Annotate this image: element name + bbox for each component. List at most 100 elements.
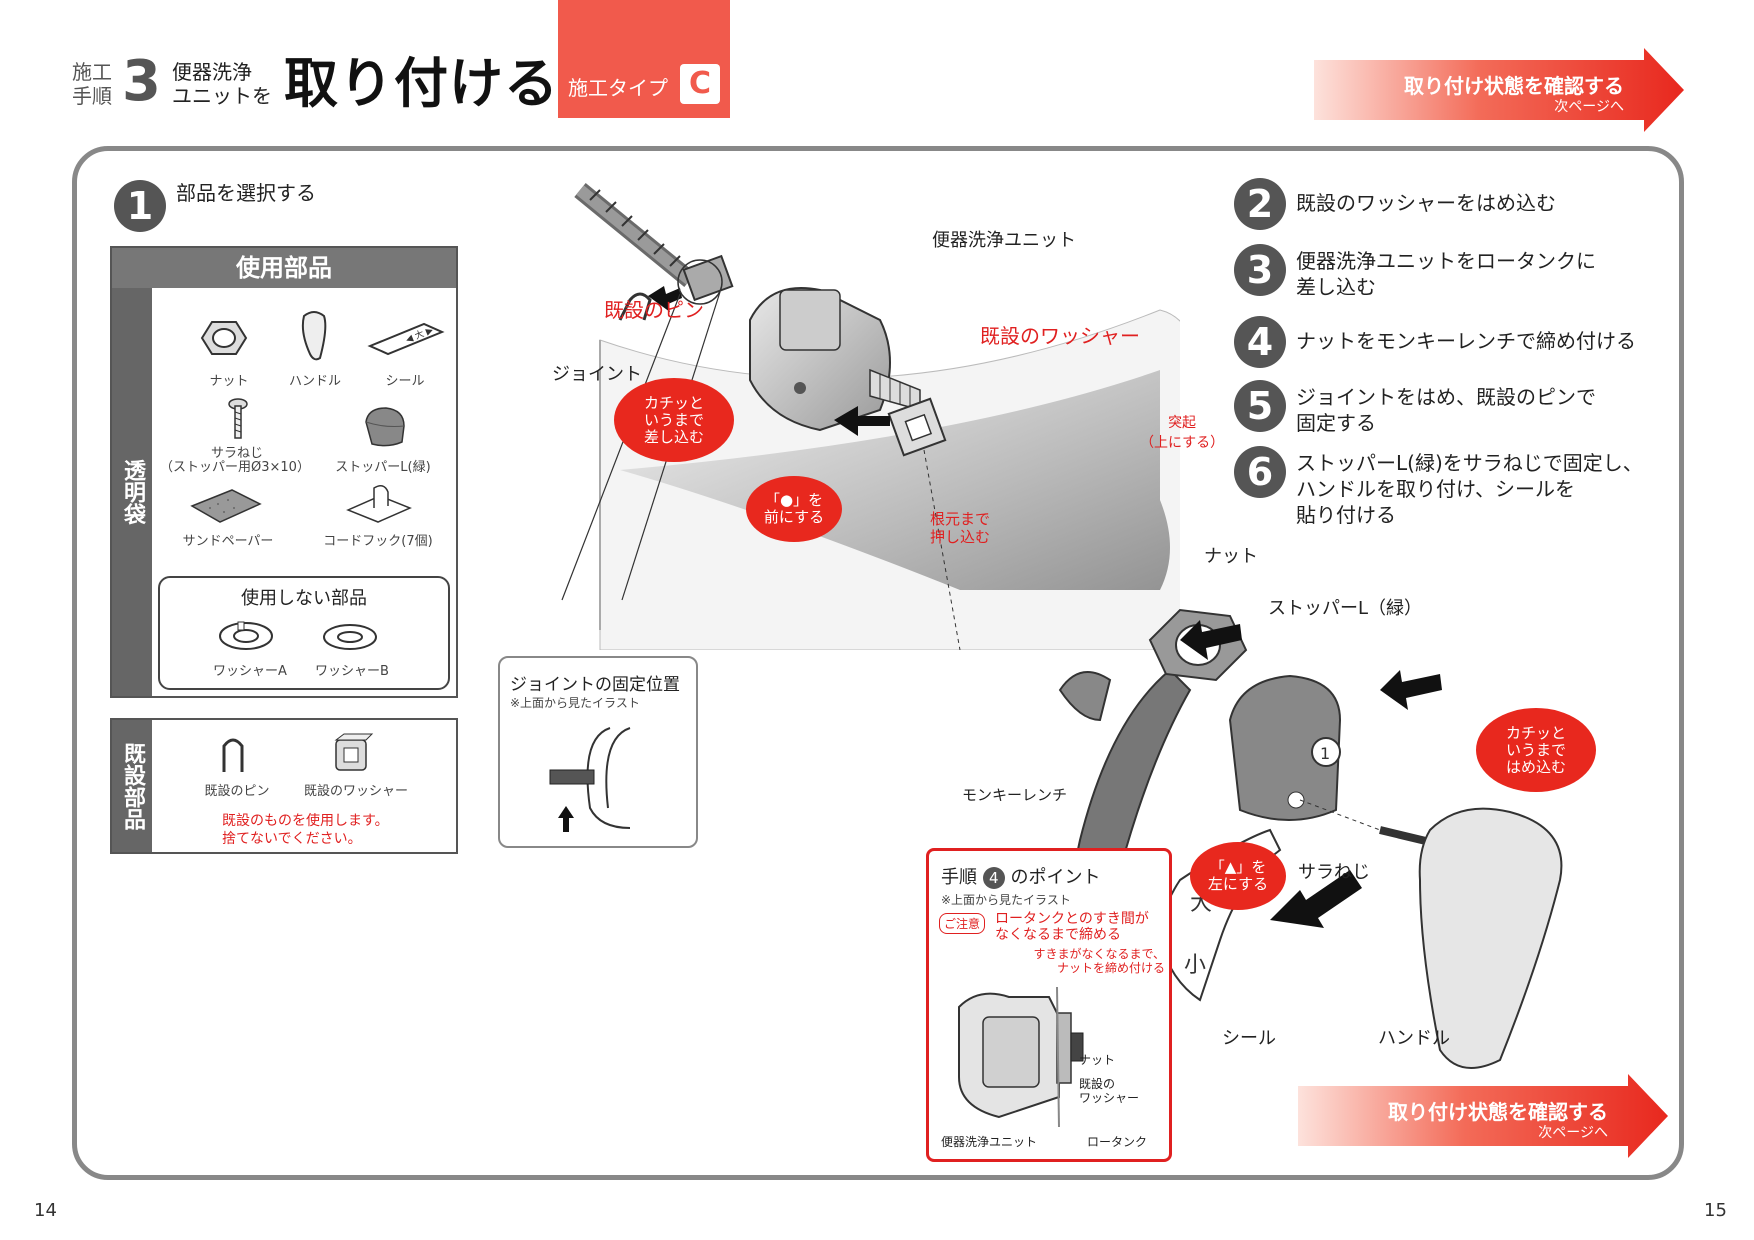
part-label-screw-spec: （ストッパー用Ø3×10） bbox=[160, 460, 310, 475]
callout-tri-2: 左にする bbox=[1207, 875, 1269, 893]
step-5-line: ジョイントをはめ、既設のピンで bbox=[1296, 385, 1596, 409]
push-note-1: 根元まで bbox=[930, 510, 991, 528]
step-6-line: 貼り付ける bbox=[1296, 503, 1396, 527]
next-page-link-bottom[interactable]: 取り付け状態を確認する 次ページへ bbox=[1298, 1074, 1668, 1158]
point-top-view-icon bbox=[958, 986, 1084, 1127]
push-note: 根元まで 押し込む bbox=[930, 510, 990, 546]
cord-hook-icon bbox=[346, 485, 412, 523]
callout-fit-1: カチッと bbox=[1505, 723, 1566, 742]
step-5-line: 固定する bbox=[1296, 411, 1376, 435]
washer-b-icon bbox=[323, 624, 377, 650]
caution-line-2: なくなるまで締める bbox=[995, 927, 1121, 943]
bag-side-label: 透明袋 bbox=[112, 288, 152, 696]
seal-label: シール bbox=[1222, 1028, 1276, 1049]
handle-assembly-illustration: 1 大 小 bbox=[1048, 608, 1563, 1069]
toilet-tank-illustration bbox=[561, 183, 1180, 650]
pin-icon bbox=[222, 738, 244, 772]
point-title-num: 4 bbox=[982, 867, 1005, 889]
step-6-circle: 6 bbox=[1234, 446, 1286, 498]
point-title-post: のポイント bbox=[1010, 867, 1101, 888]
part-label-existing-pin: 既設のピン bbox=[204, 784, 270, 799]
joint-top-view-icon bbox=[549, 727, 631, 832]
pin-label: 既設のピン bbox=[604, 298, 704, 322]
push-note-2: 押し込む bbox=[930, 528, 991, 546]
step-6-text: ストッパーL(緑)をサラねじで固定し、ハンドルを取り付け、シールを貼り付ける bbox=[1296, 450, 1643, 528]
page-number-left: 14 bbox=[34, 1200, 57, 1221]
bump-label: 突起 （上にする） bbox=[1140, 412, 1224, 452]
step-4-circle: 4 bbox=[1234, 316, 1286, 368]
next-link-title: 取り付け状態を確認する bbox=[1404, 74, 1624, 98]
step-3-circle: 3 bbox=[1234, 244, 1286, 296]
existing-note-1: 既設のものを使用します。 bbox=[222, 813, 389, 829]
next-page-link-top[interactable]: 取り付け状態を確認する 次ページへ bbox=[1314, 48, 1684, 132]
step-3-text: 便器洗浄ユニットをロータンクに差し込む bbox=[1296, 248, 1596, 300]
content-panel bbox=[72, 146, 1684, 1180]
step-2-circle: 2 bbox=[1234, 178, 1286, 230]
callout-fit-2: いうまで bbox=[1505, 740, 1566, 759]
step-3-line: 便器洗浄ユニットをロータンクに bbox=[1296, 249, 1596, 273]
step-label-line2: 手順 bbox=[72, 84, 112, 108]
joint-label: ジョイント bbox=[552, 364, 642, 385]
part-label-washer-b: ワッシャーB bbox=[315, 664, 389, 679]
part-label-handle: ハンドル bbox=[288, 374, 341, 389]
step-2-text: 既設のワッシャーをはめ込む bbox=[1296, 190, 1556, 216]
point-lbl-tank: ロータンク bbox=[1087, 1135, 1148, 1149]
caution-badge: ご注意 bbox=[939, 913, 986, 934]
point-lbl-nut: ナット bbox=[1079, 1053, 1116, 1067]
seal-small-mark: 小 bbox=[1184, 953, 1206, 978]
step-6-line: ストッパーL(緑)をサラねじで固定し、 bbox=[1296, 451, 1643, 475]
stopper-icon bbox=[365, 407, 405, 447]
parts-box: 使用部品 透明袋 ◀ 大 ▶ ナット ハンドル シール サラねじ （ストッパー用… bbox=[110, 246, 458, 698]
next-link-sub: 次ページへ bbox=[1554, 99, 1624, 115]
point-lbl-unit: 便器洗浄ユニット bbox=[941, 1135, 1038, 1149]
callout-click-1: カチッと bbox=[643, 393, 704, 412]
type-letter: C bbox=[680, 64, 720, 104]
step-number: 3 bbox=[122, 49, 161, 114]
page-subtitle: 便器洗浄 ユニットを bbox=[172, 60, 272, 108]
point-title-pre: 手順 bbox=[941, 867, 977, 888]
handle-label: ハンドル bbox=[1378, 1028, 1450, 1049]
step-3-line: 差し込む bbox=[1296, 275, 1376, 299]
triangle-left-callout: 「▲」を 左にする bbox=[1190, 842, 1286, 910]
part-label-seal: シール bbox=[385, 374, 425, 389]
existing-note-2: 捨てないでください。 bbox=[222, 831, 362, 847]
svg-text:1: 1 bbox=[1320, 744, 1330, 763]
callout-dot-1: 「●」を bbox=[764, 491, 824, 509]
washer-label: 既設のワッシャー bbox=[980, 324, 1140, 348]
construction-type-badge: 施工タイプ C bbox=[558, 0, 730, 118]
step4-point-box: 手順 4 のポイント ※上面から見たイラスト ご注意 ロータンクとのすき間が な… bbox=[926, 848, 1172, 1162]
part-label-stopper: ストッパーL(緑) bbox=[335, 460, 431, 475]
sandpaper-icon bbox=[190, 489, 262, 523]
unit-label: 便器洗浄ユニット bbox=[932, 230, 1076, 251]
existing-side-label: 既設部品 bbox=[112, 720, 152, 852]
next-link-sub-bottom: 次ページへ bbox=[1538, 1125, 1608, 1141]
caution-line-1: ロータンクとのすき間が bbox=[995, 911, 1149, 927]
nut-label: ナット bbox=[1204, 546, 1258, 567]
tip-line-2: ナットを締め付ける bbox=[1056, 961, 1165, 975]
step-label: 施工 手順 bbox=[72, 60, 112, 108]
type-label: 施工タイプ bbox=[568, 76, 668, 100]
step-5-text: ジョイントをはめ、既設のピンで固定する bbox=[1296, 384, 1596, 436]
part-label-washer-a: ワッシャーA bbox=[213, 664, 287, 679]
callout-fit-3: はめ込む bbox=[1505, 757, 1566, 776]
existing-parts-box: 既設部品 既設のピン 既設のワッシャー 既設のものを使用します。 捨てないでくだ… bbox=[110, 718, 458, 854]
caution-text: ロータンクとのすき間が なくなるまで締める bbox=[995, 911, 1149, 943]
tip-text: すきまがなくなるまで、 ナットを締め付ける bbox=[1025, 947, 1165, 975]
handle-icon bbox=[301, 311, 327, 361]
callout-dot-2: 前にする bbox=[763, 508, 825, 526]
unused-parts-title: 使用しない部品 bbox=[241, 588, 367, 609]
callout-tri-1: 「▲」を bbox=[1209, 858, 1267, 876]
washer-a-icon bbox=[219, 621, 273, 650]
joint-position-box: ジョイントの固定位置 ※上面から見たイラスト bbox=[498, 656, 698, 848]
point-lbl-washer-2: ワッシャー bbox=[1079, 1091, 1140, 1105]
bump-label-2: （上にする） bbox=[1140, 435, 1225, 451]
nut-icon bbox=[200, 321, 248, 355]
unused-parts-box: 使用しない部品 ワッシャーA ワッシャーB bbox=[158, 576, 450, 690]
point-title: 手順 4 のポイント bbox=[941, 863, 1100, 889]
part-label-cord-hook: コードフック(7個) bbox=[323, 534, 433, 549]
point-lbl-washer-1: 既設の bbox=[1079, 1077, 1116, 1091]
part-label-nut: ナット bbox=[209, 374, 249, 389]
bump-label-1: 突起 bbox=[1168, 415, 1197, 431]
dot-front-callout: 「●」を 前にする bbox=[746, 476, 842, 542]
click-fit-callout: カチッと いうまで はめ込む bbox=[1476, 708, 1596, 792]
